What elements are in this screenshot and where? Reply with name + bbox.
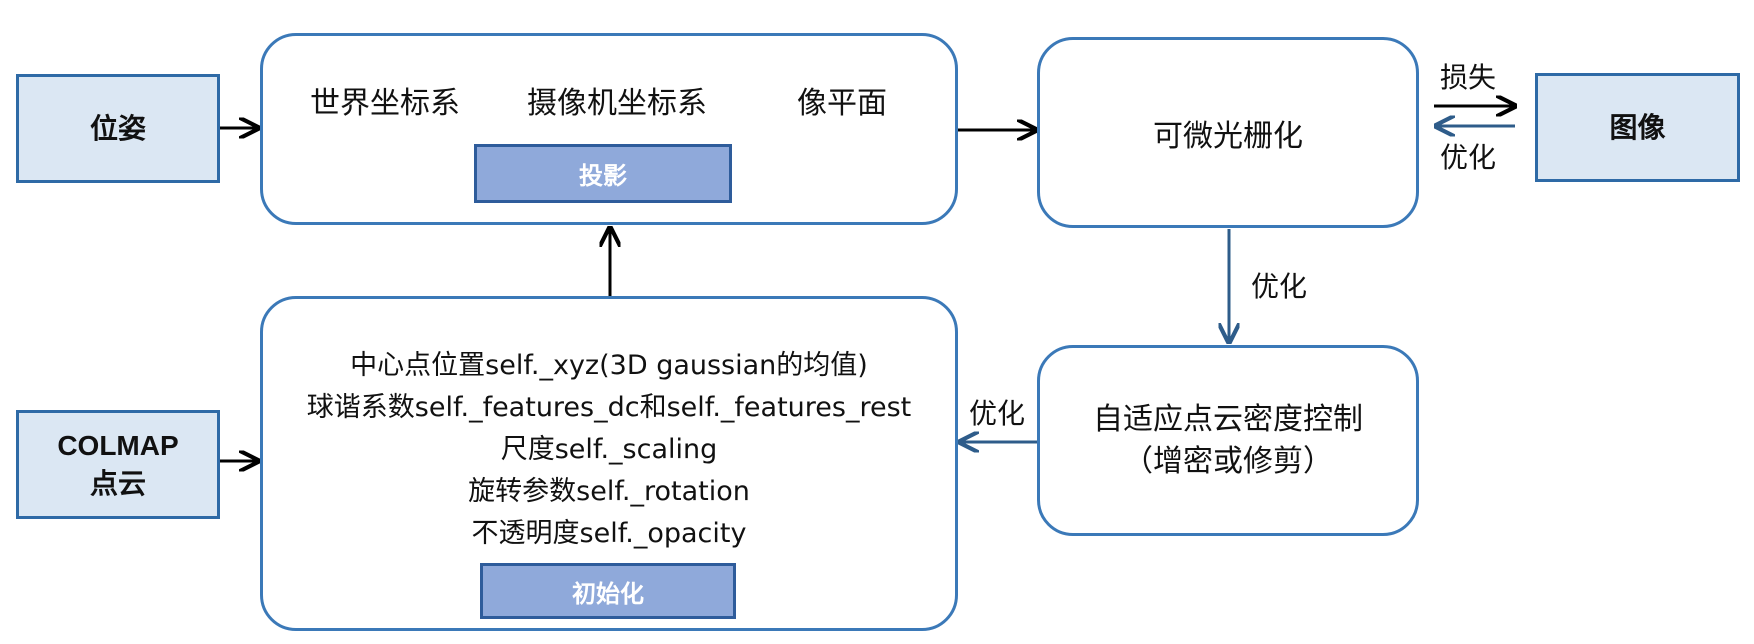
rasterization-label: 可微光栅化	[1153, 118, 1303, 154]
flow-image-plane: 像平面	[797, 86, 887, 121]
edge-label-loss: 损失	[1440, 61, 1497, 94]
param-features: 球谐系数self._features_dc和self._features_res…	[306, 392, 912, 423]
colmap-box: COLMAP 点云	[16, 410, 220, 519]
colmap-label-line1: COLMAP	[57, 429, 179, 461]
density-control-line2: （增密或修剪）	[1123, 443, 1333, 479]
image-label: 图像	[1609, 110, 1666, 144]
rasterization-box: 可微光栅化	[1037, 37, 1419, 228]
param-xyz: 中心点位置self._xyz(3D gaussian的均值)	[350, 350, 868, 381]
param-rotation: 旋转参数self._rotation	[468, 476, 750, 507]
density-control-box: 自适应点云密度控制 （增密或修剪）	[1037, 345, 1419, 536]
image-box: 图像	[1535, 73, 1740, 182]
edge-label-optimize-down: 优化	[1251, 270, 1308, 303]
param-opacity: 不透明度self._opacity	[471, 518, 747, 549]
flow-camera-coords: 摄像机坐标系	[527, 86, 707, 121]
projection-tag: 投影	[474, 144, 732, 203]
initialization-tag-label: 初始化	[572, 579, 644, 608]
edge-label-optimize-back: 优化	[1440, 141, 1497, 174]
gaussian-params-list: 中心点位置self._xyz(3D gaussian的均值) 球谐系数self.…	[260, 345, 958, 555]
projection-tag-label: 投影	[579, 162, 627, 190]
pose-box: 位姿	[16, 74, 220, 183]
edge-label-optimize-left: 优化	[969, 397, 1026, 430]
colmap-label-line2: 点云	[89, 466, 146, 500]
flow-world-coords: 世界坐标系	[310, 86, 460, 121]
param-scaling: 尺度self._scaling	[500, 434, 718, 465]
initialization-tag: 初始化	[480, 563, 736, 619]
density-control-line1: 自适应点云密度控制	[1093, 401, 1363, 437]
pose-label: 位姿	[89, 111, 146, 145]
